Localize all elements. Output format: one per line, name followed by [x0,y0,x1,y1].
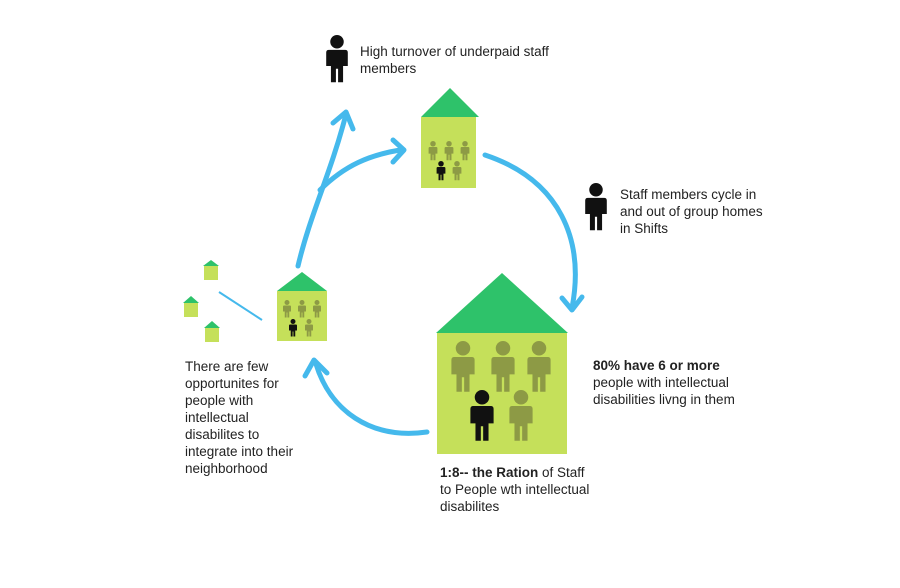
arrow-to-large-home [482,152,578,311]
staff-person-icon [326,35,348,83]
arrow-head-small-home [302,357,330,379]
large-group-home [436,273,568,454]
top-group-home [421,88,479,188]
staff-person-icon [585,183,607,231]
house-icon [204,321,220,342]
staff-ratio-text: of Staff to People wth intellectual disa… [440,465,590,514]
occupancy-stat-label: 80% have 6 or more people with intellect… [593,357,743,408]
large-home-roof [436,273,568,333]
small-home-roof [277,272,327,291]
top-home-roof [421,88,479,117]
neighborhood-connector-line [218,291,263,321]
staff-ratio-bold: 1:8-- the Ration [440,465,539,480]
small-group-home [277,272,327,341]
house-icon [183,296,199,317]
staff-cycle-label: Staff members cycle in and out of group … [620,187,763,236]
staff-ratio-label: 1:8-- the Ration of Staff to People wth … [440,464,590,515]
arrow-head-large-home [559,294,585,313]
neighborhood-houses [183,260,220,342]
small-home-wall [277,291,327,341]
occupancy-stat-bold: 80% have 6 or more [593,358,720,373]
arrow-branch-to-top-home [317,147,403,193]
arrow-head-turnover [330,109,356,132]
arrow-head-top-home [390,137,407,165]
arrow-to-small-home [313,361,430,436]
turnover-label: High turnover of underpaid staff members [360,44,549,76]
house-icon [203,260,219,280]
cycle-arrows [295,109,585,436]
integration-label: There are few opportunites for people wi… [185,359,294,476]
occupancy-stat-text: people with intellectual disabilities li… [593,375,735,407]
arrow-from-small-home [295,115,348,269]
